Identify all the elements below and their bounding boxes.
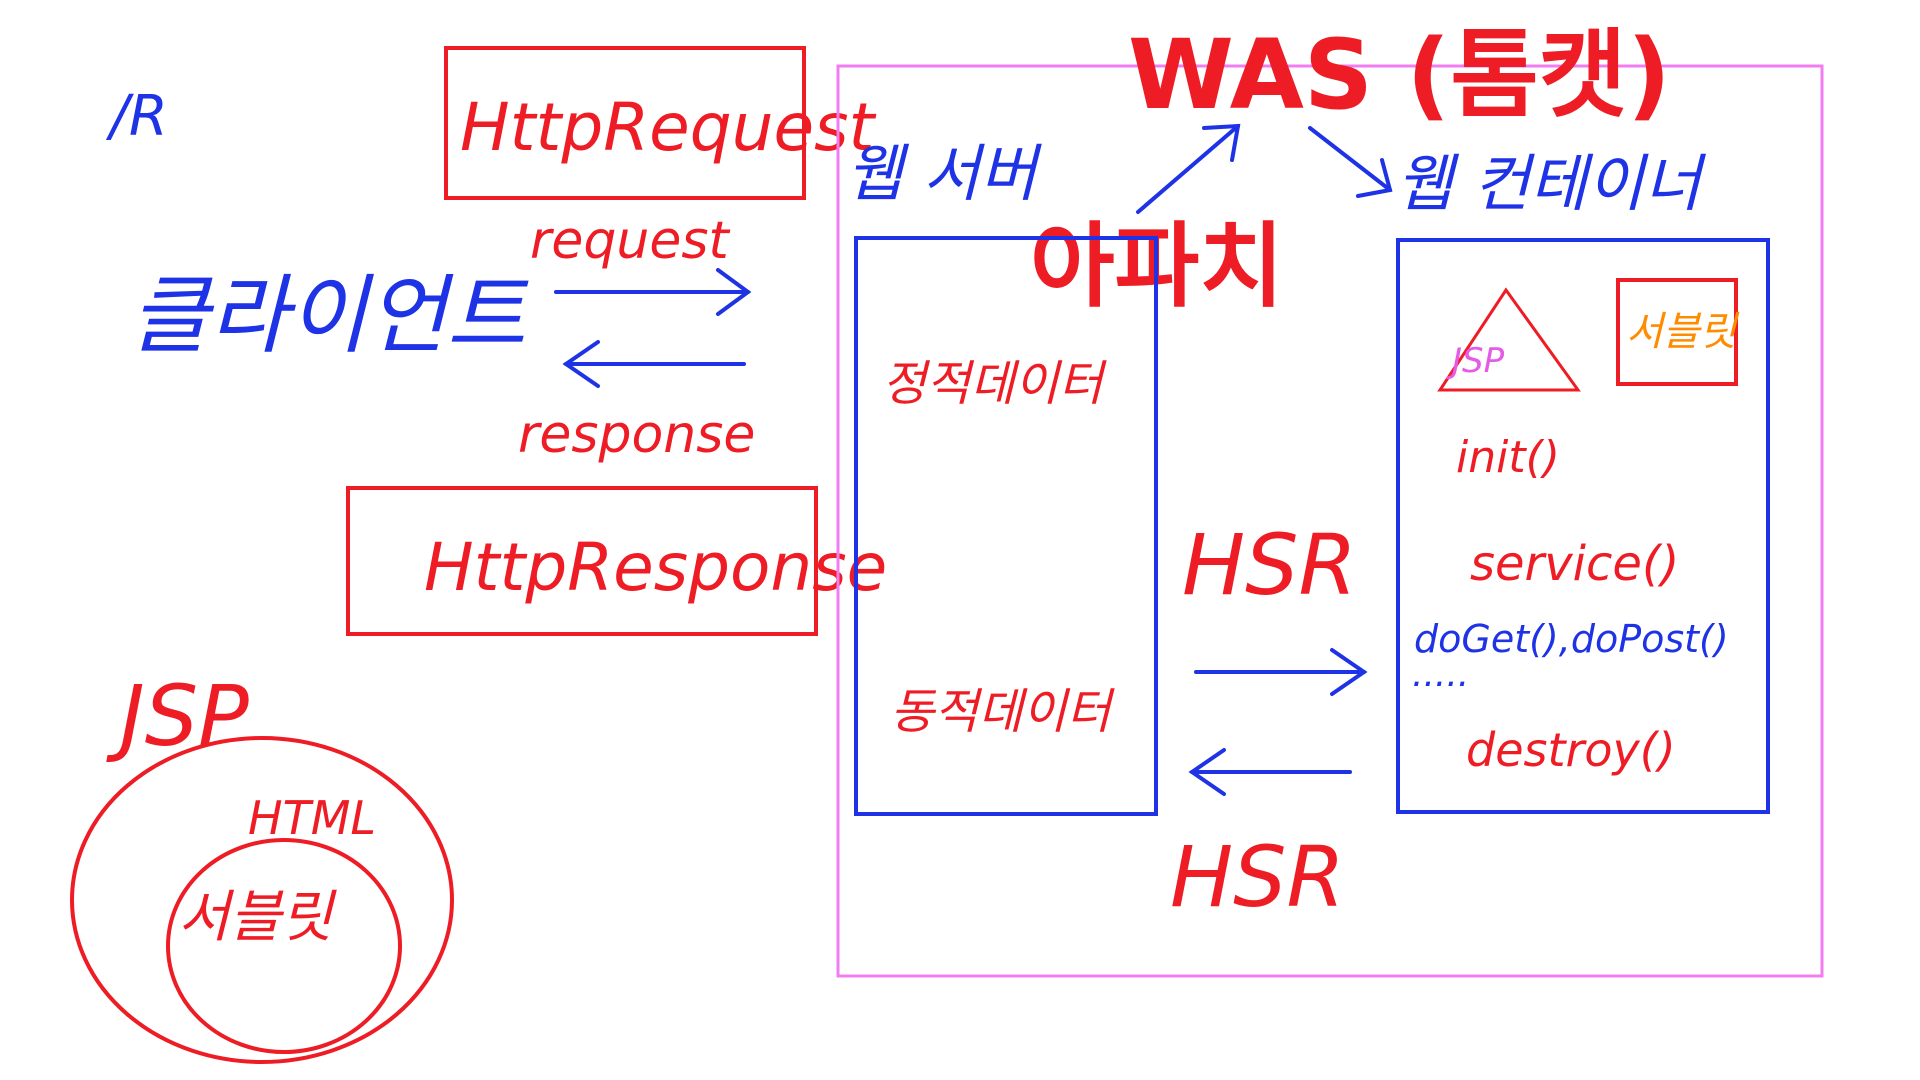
- jsp-label: JSP: [106, 667, 249, 765]
- service-method: service(): [1470, 536, 1679, 592]
- jsp-outer-circle: [70, 736, 454, 1064]
- response-label: response: [518, 405, 755, 465]
- web-server-label: 웹 서버: [846, 137, 1043, 210]
- http-request-box: [444, 46, 806, 200]
- web-server-to-was-arrow: [1136, 123, 1241, 214]
- hsr-bottom-label: HSR: [1170, 828, 1345, 926]
- http-request-label: HttpRequest: [460, 89, 876, 166]
- http-response-label: HttpResponse: [424, 529, 887, 606]
- hsr-response-arrow: [1188, 748, 1352, 796]
- client-label: 클라이언트: [130, 266, 529, 366]
- request-label: request: [530, 211, 730, 271]
- servlet-box: [1616, 278, 1738, 386]
- servlet-circle-label: 서블릿: [178, 885, 337, 950]
- was-label: WAS (톰캣): [1128, 19, 1671, 131]
- jsp-triangle: [1437, 287, 1581, 392]
- was-frame: [836, 64, 1824, 978]
- jsp-triangle-label: JSP: [1446, 341, 1505, 381]
- web-container-label: 웹 컨테이너: [1396, 147, 1707, 220]
- init-method: init(): [1456, 432, 1560, 483]
- servlet-box-label: 서블릿: [1626, 309, 1740, 355]
- static-data-label: 정적데이터: [882, 356, 1108, 412]
- dynamic-data-label: 동적데이터: [890, 684, 1116, 740]
- servlet-inner-circle: [166, 838, 402, 1054]
- doget-dopost-methods: doGet(),doPost(): [1414, 617, 1729, 661]
- web-container-box: [1396, 238, 1770, 814]
- web-server-box: [854, 236, 1158, 816]
- corner-mark: /R: [105, 84, 168, 149]
- http-response-box: [346, 486, 818, 636]
- request-arrow: [554, 268, 752, 316]
- ellipsis-dots: .....: [1412, 654, 1469, 695]
- was-to-container-arrow: [1308, 126, 1393, 198]
- html-label: HTML: [248, 791, 376, 845]
- response-arrow: [562, 340, 746, 388]
- hsr-request-arrow: [1194, 648, 1368, 696]
- destroy-method: destroy(): [1466, 723, 1676, 777]
- hsr-top-label: HSR: [1182, 516, 1357, 614]
